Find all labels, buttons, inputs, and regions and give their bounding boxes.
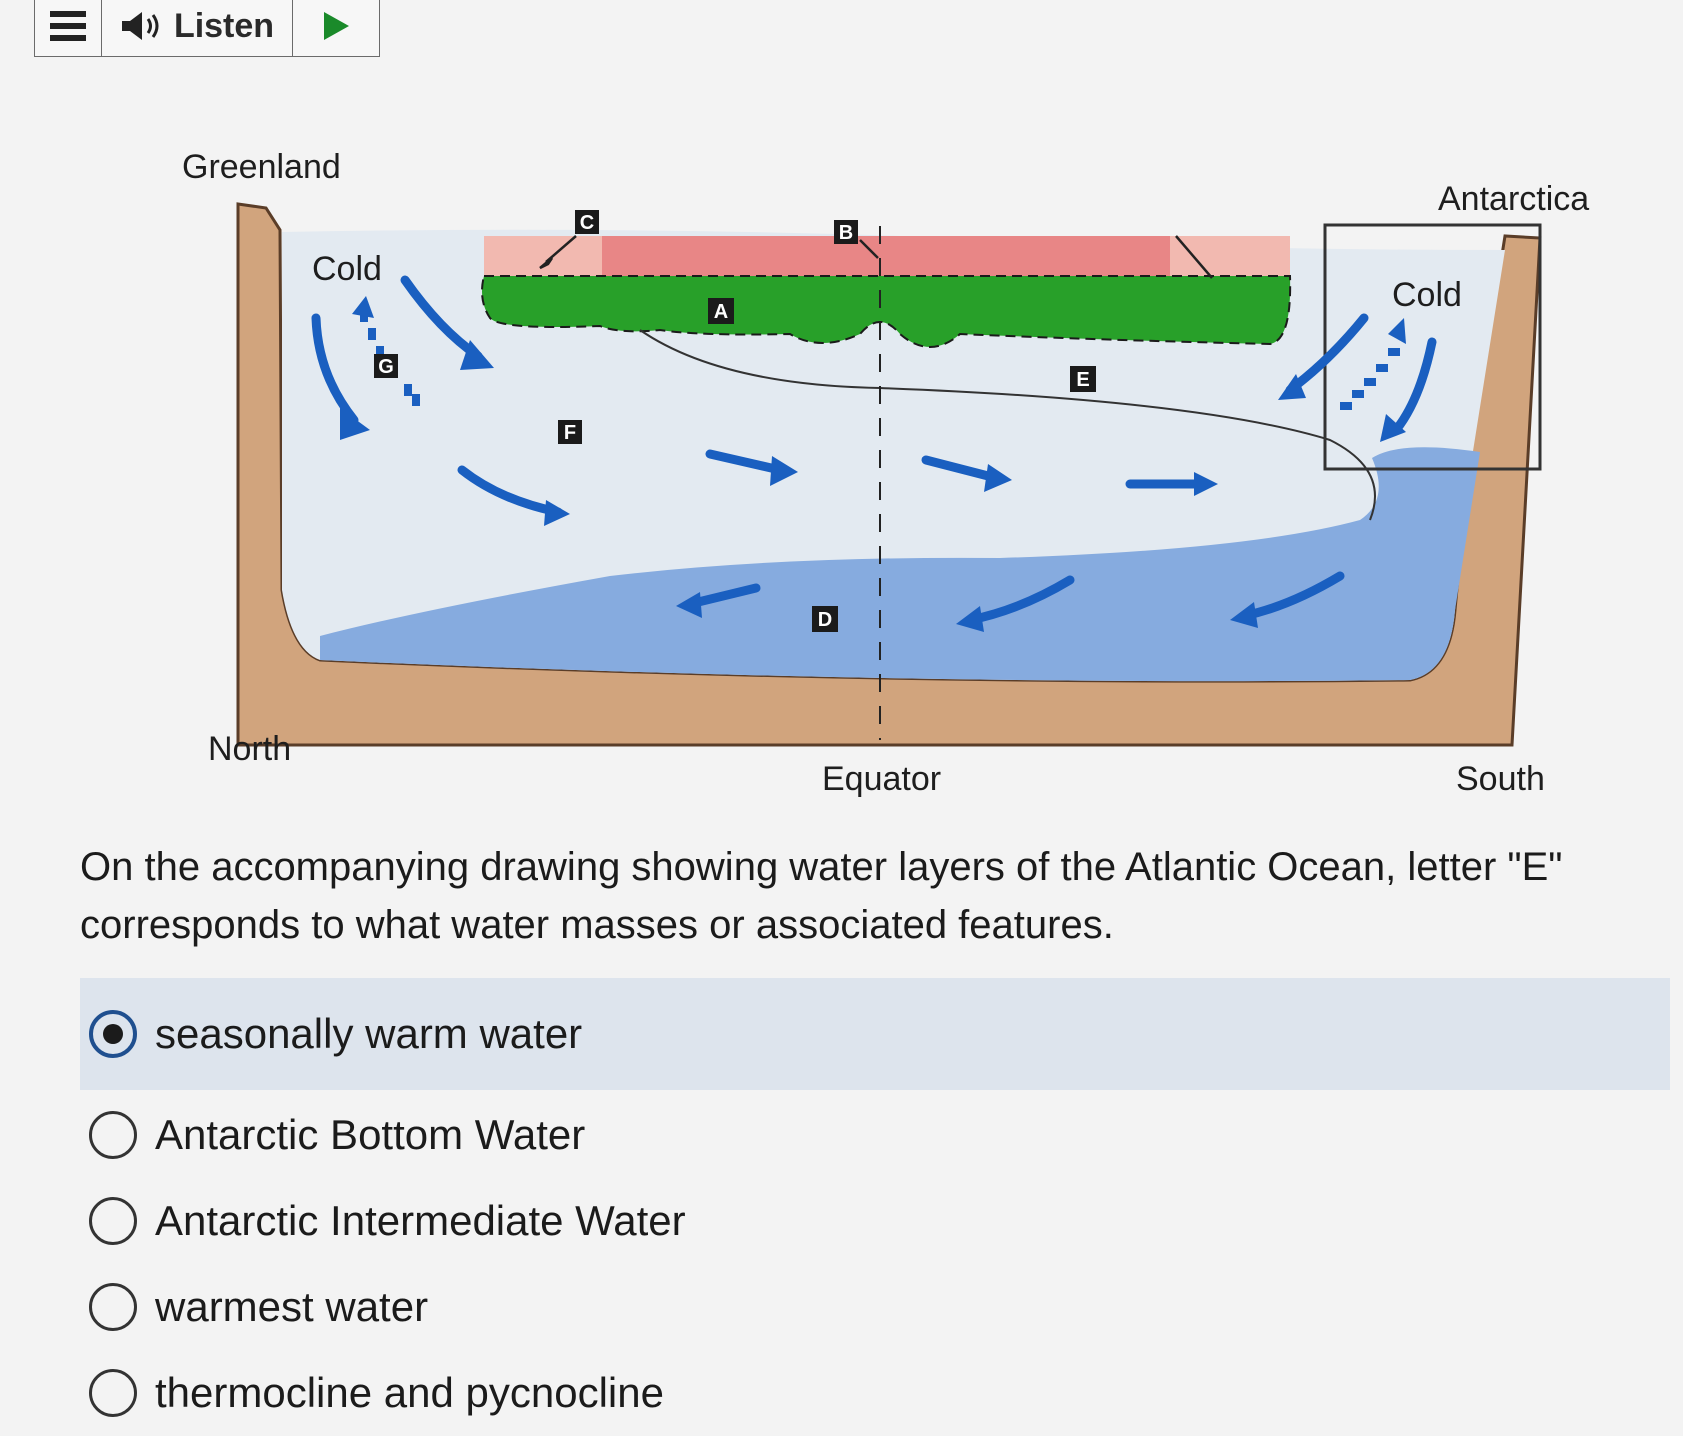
play-icon: [324, 12, 349, 40]
answer-options: seasonally warm water Antarctic Bottom W…: [80, 978, 1670, 1436]
svg-text:D: D: [818, 609, 832, 631]
north-label: North: [208, 730, 291, 768]
arrow-4: [705, 449, 785, 475]
option-label: Antarctic Bottom Water: [155, 1111, 586, 1158]
menu-button[interactable]: [35, 0, 102, 56]
south-label: South: [1456, 760, 1545, 798]
green-layer: [481, 275, 1292, 348]
speaker-icon: [121, 12, 159, 40]
pointer-lines: [539, 235, 1213, 279]
svg-text:E: E: [1076, 369, 1089, 391]
hamburger-menu-icon: [50, 11, 86, 41]
arrow-7: [685, 583, 761, 609]
radio-button[interactable]: [89, 1197, 137, 1245]
letter-d-box: D: [812, 606, 838, 632]
radio-button[interactable]: [89, 1283, 137, 1331]
greenland-label: Greenland: [182, 148, 341, 186]
radio-dot: [103, 1024, 123, 1044]
svg-text:B: B: [839, 222, 853, 244]
arrow-heads: [340, 340, 1406, 632]
svg-text:G: G: [378, 356, 394, 378]
surface-pale-right: [1170, 236, 1290, 276]
option-label: thermocline and pycnocline: [155, 1369, 664, 1416]
svg-text:C: C: [580, 212, 594, 234]
radio-button-selected[interactable]: [89, 1010, 137, 1058]
letter-g-box: G: [374, 354, 398, 378]
arrow-5: [921, 455, 1001, 483]
arrow-2: [311, 313, 359, 425]
surface-pale-left: [484, 236, 602, 276]
option-antarctic-bottom-water[interactable]: Antarctic Bottom Water: [80, 1092, 1670, 1178]
listen-button[interactable]: Listen: [102, 0, 293, 56]
letter-a-box: A: [708, 298, 734, 324]
cold-right-label: Cold: [1392, 276, 1462, 314]
option-seasonally-warm-water[interactable]: seasonally warm water: [80, 978, 1670, 1090]
radio-button[interactable]: [89, 1369, 137, 1417]
deep-water: [320, 447, 1480, 682]
letter-c-box: C: [575, 210, 599, 234]
listen-label: Listen: [173, 6, 275, 45]
audio-toolbar: Listen: [34, 0, 380, 57]
letter-b-box: B: [834, 220, 858, 244]
question-text: On the accompanying drawing showing wate…: [80, 845, 1563, 947]
dotted-upwelling-arrows: [352, 296, 1406, 410]
option-warmest-water[interactable]: warmest water: [80, 1264, 1670, 1350]
cold-left-label: Cold: [312, 250, 382, 288]
play-button[interactable]: [293, 0, 379, 56]
inset-box: [1323, 223, 1542, 471]
antarctica-label: Antarctica: [1438, 180, 1589, 218]
equator-label: Equator: [822, 760, 941, 798]
option-label: warmest water: [155, 1283, 429, 1330]
atlantic-water-layers-diagram: C B A G F E D Greenland Antarctica Cold …: [182, 148, 1589, 798]
letter-f-box: F: [558, 420, 582, 444]
option-thermocline-and-pycnocline[interactable]: thermocline and pycnocline: [80, 1350, 1670, 1436]
option-label: seasonally warm water: [155, 1010, 583, 1057]
boundary-curve: [639, 329, 1376, 521]
letter-e-box: E: [1070, 366, 1096, 392]
svg-text:F: F: [564, 422, 576, 444]
option-label: Antarctic Intermediate Water: [155, 1197, 686, 1244]
option-antarctic-intermediate-water[interactable]: Antarctic Intermediate Water: [80, 1178, 1670, 1264]
arrow-11: [1391, 337, 1437, 435]
svg-text:A: A: [714, 301, 728, 323]
radio-button[interactable]: [89, 1111, 137, 1159]
